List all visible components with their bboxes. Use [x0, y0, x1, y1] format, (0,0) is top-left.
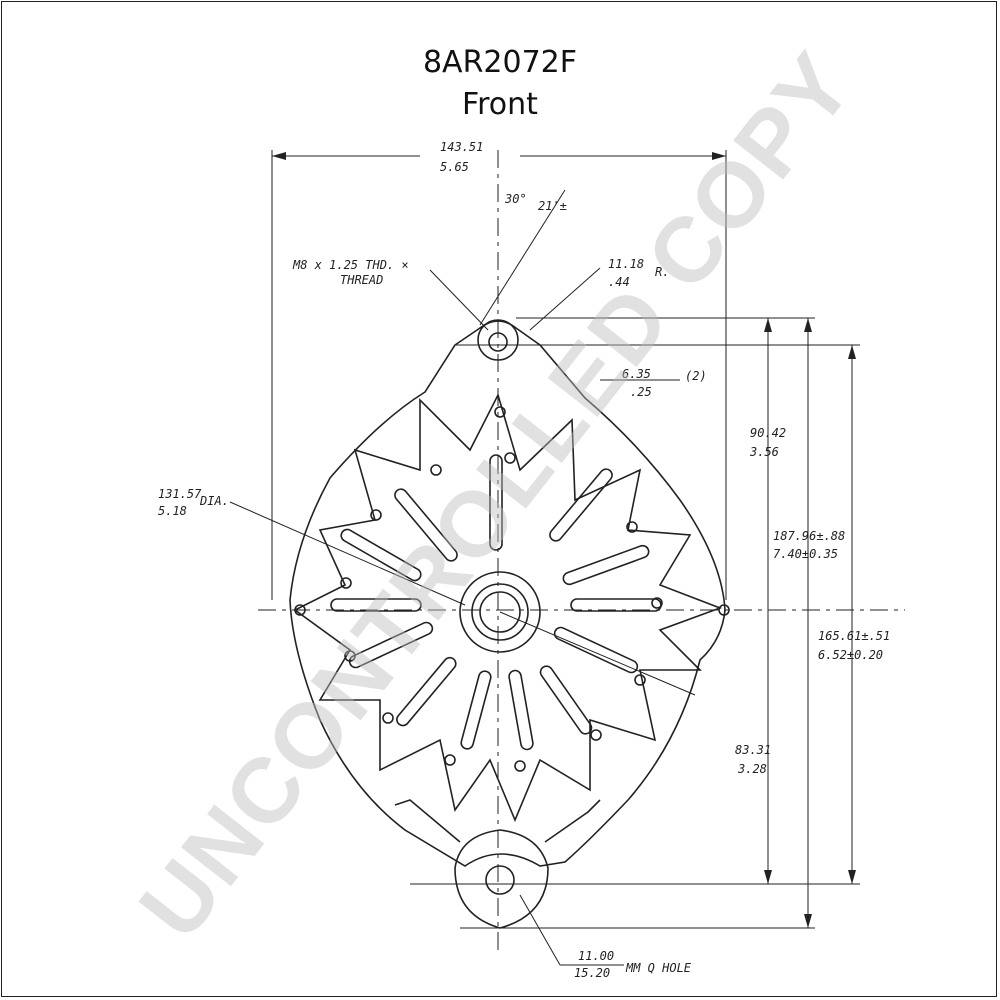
part-number-title: 8AR2072F — [422, 45, 578, 80]
angle-b: 21'± — [538, 199, 567, 213]
radius-mm: 11.18 — [608, 257, 644, 271]
hub-inner — [479, 591, 521, 633]
uncontrolled-copy-watermark: UNCONTROLLED COPY — [120, 34, 873, 957]
diameter-in: 5.18 — [158, 504, 187, 518]
mount-height-mm: 187.96±.88 — [773, 529, 845, 543]
diameter-suffix: DIA. — [199, 494, 229, 508]
bottom-pivot-ear — [454, 829, 549, 929]
right-foot — [544, 799, 601, 843]
width-mm: 143.51 — [440, 140, 483, 154]
pivot-hole — [485, 865, 515, 895]
rivets — [294, 406, 730, 772]
ventilation-slots — [330, 454, 662, 751]
pivot-hole-in: 15.20 — [574, 966, 610, 980]
hole-in: .25 — [630, 385, 652, 399]
center-height-mm: 165.61±.51 — [818, 629, 890, 643]
fan-star — [293, 392, 723, 823]
lower-height-mm: 83.31 — [735, 743, 771, 757]
view-label: Front — [462, 87, 538, 122]
left-foot — [394, 799, 461, 843]
pivot-hole-label: MM Q HOLE — [625, 961, 692, 975]
hub-ring — [471, 583, 529, 641]
thread-line2: THREAD — [340, 273, 383, 287]
radius-in: .44 — [608, 275, 630, 289]
thread-line1: M8 x 1.25 THD. × — [292, 258, 409, 272]
hole-mm: 6.35 — [622, 367, 651, 381]
lower-height-in: 3.28 — [737, 762, 767, 776]
hub-outer — [459, 571, 541, 653]
pivot-hole-mm: 11.00 — [578, 949, 614, 963]
angle-a: 30° — [504, 192, 527, 206]
upper-height-mm: 90.42 — [750, 426, 786, 440]
hole-count: (2) — [685, 369, 707, 383]
width-in: 5.65 — [440, 160, 469, 174]
diameter-mm: 131.57 — [158, 487, 202, 501]
center-height-in: 6.52±0.20 — [818, 648, 883, 662]
upper-height-in: 3.56 — [749, 445, 779, 459]
radius-suffix: R. — [655, 265, 669, 279]
housing-outline — [289, 320, 726, 867]
mount-height-in: 7.40±0.35 — [773, 547, 838, 561]
